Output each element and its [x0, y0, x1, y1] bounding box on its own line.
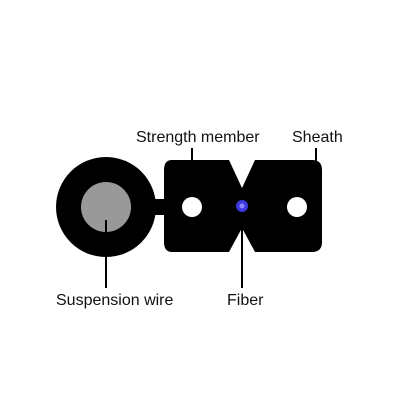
label-strength-member: Strength member — [136, 129, 260, 146]
fiber-core-highlight — [239, 203, 245, 209]
strength-member-right — [287, 197, 307, 217]
suspension-wire-core — [81, 182, 131, 232]
strength-member-left — [182, 197, 202, 217]
label-suspension-wire: Suspension wire — [56, 292, 174, 309]
label-fiber: Fiber — [227, 292, 264, 309]
label-sheath: Sheath — [292, 129, 343, 146]
